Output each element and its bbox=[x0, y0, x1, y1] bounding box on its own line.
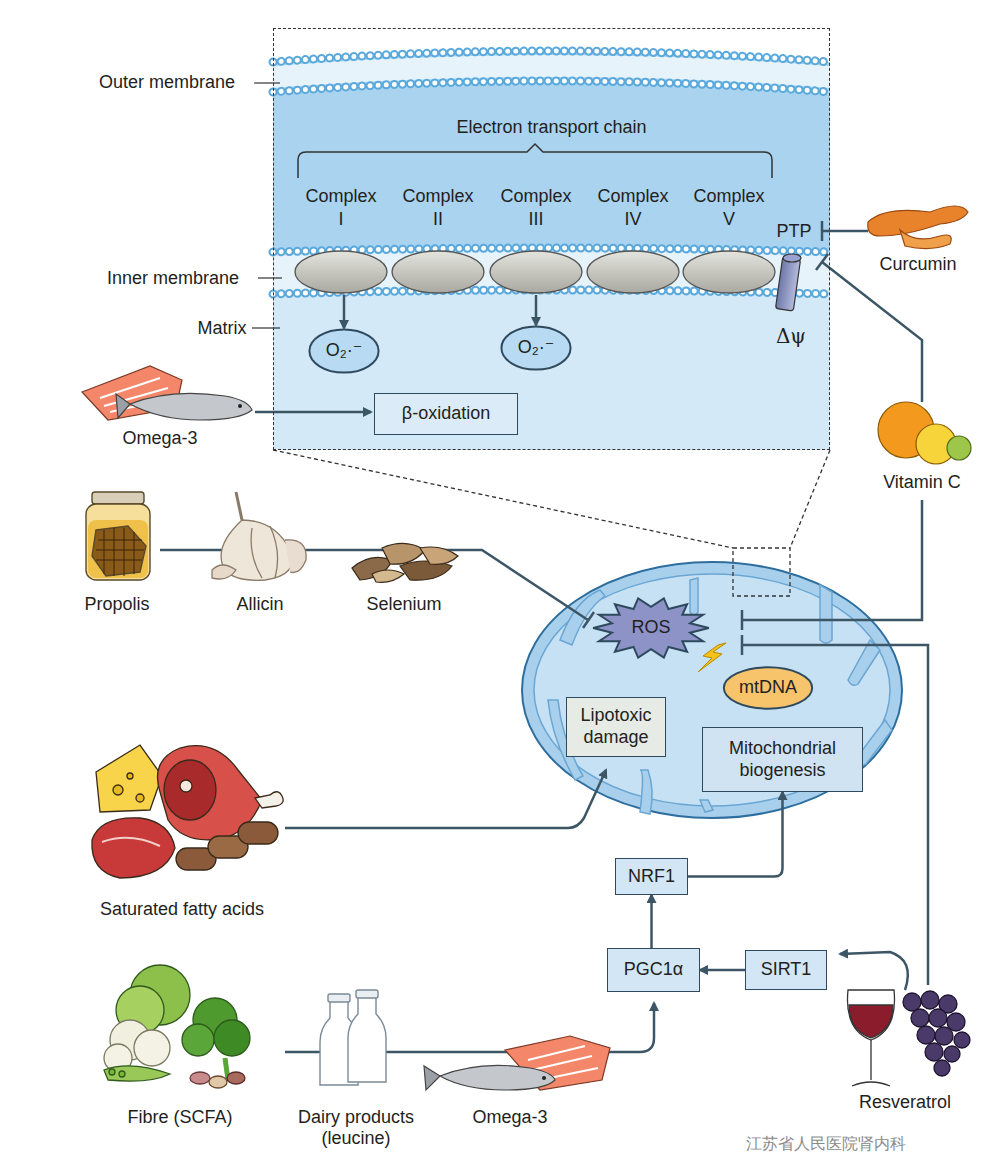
node-text: Complex IV bbox=[594, 185, 672, 230]
node-text: PGC1α bbox=[624, 959, 683, 981]
node-text: Complex III bbox=[497, 185, 575, 230]
wine-grapes bbox=[847, 990, 970, 1086]
etc-bracket bbox=[298, 144, 772, 178]
part-label: Matrix bbox=[198, 318, 247, 340]
process-box: PGC1α bbox=[607, 948, 700, 992]
part-label: PTP bbox=[776, 221, 811, 243]
connector-arrow bbox=[535, 295, 538, 325]
meat-cheese bbox=[92, 745, 283, 878]
complex-ellipse bbox=[587, 251, 679, 293]
brazil-nuts bbox=[352, 543, 458, 582]
node-text: Electron transport chain bbox=[456, 117, 646, 139]
milk-bottles bbox=[320, 990, 386, 1085]
part-label: Saturated fatty acids bbox=[100, 899, 264, 921]
ros-burst: ROS bbox=[592, 597, 710, 659]
part-label: Propolis bbox=[84, 594, 149, 616]
complex-ellipse bbox=[490, 251, 582, 293]
zoom-panel-ground bbox=[273, 28, 830, 450]
complex-ellipse bbox=[681, 249, 777, 295]
oval-node: mtDNA bbox=[722, 666, 814, 710]
ros-burst bbox=[593, 598, 709, 657]
node-text: ROS bbox=[631, 617, 670, 639]
node-text: Complex II bbox=[399, 185, 477, 230]
complex-protein: Complex I bbox=[293, 183, 389, 295]
oval-shape bbox=[501, 326, 570, 369]
part-label: Allicin bbox=[236, 594, 283, 616]
curcumin-root bbox=[868, 206, 968, 249]
part-label: Δψ bbox=[776, 324, 806, 348]
process-box: β-oxidation bbox=[374, 393, 518, 435]
node-text: SIRT1 bbox=[761, 959, 812, 981]
outer-membrane bbox=[273, 51, 830, 92]
node-text: O₂·⁻ bbox=[518, 337, 554, 359]
part-label: Omega-3 bbox=[122, 428, 197, 450]
node-text: mtDNA bbox=[739, 677, 797, 699]
connector-arrow bbox=[650, 895, 653, 948]
oval-shape bbox=[309, 329, 378, 372]
inner-membrane bbox=[273, 248, 830, 294]
oval-node: O₂·⁻ bbox=[308, 328, 380, 374]
node-text: Complex V bbox=[690, 185, 768, 230]
part-label: Omega-3 bbox=[472, 1107, 547, 1129]
mitochondrion bbox=[522, 548, 902, 818]
part-label: Resveratrol bbox=[859, 1092, 951, 1114]
complex-ellipse bbox=[293, 249, 389, 295]
garlic bbox=[212, 492, 306, 580]
salmon-fish bbox=[424, 1036, 610, 1090]
complex-ellipse bbox=[295, 251, 387, 293]
oval-shape bbox=[724, 667, 812, 708]
complex-protein: Complex V bbox=[681, 183, 777, 295]
process-box: Lipotoxic damage bbox=[566, 697, 666, 757]
node-text: Complex I bbox=[302, 185, 380, 230]
citrus-fruits bbox=[878, 402, 971, 464]
salmon-fish bbox=[82, 366, 252, 420]
complex-ellipse bbox=[683, 251, 775, 293]
watermark: 江苏省人民医院肾内科 bbox=[746, 1134, 906, 1153]
ptp-channel bbox=[775, 254, 801, 311]
complex-ellipse bbox=[392, 251, 484, 293]
node-text: NRF1 bbox=[628, 866, 675, 888]
connector-arrow bbox=[700, 969, 745, 972]
process-box: Mitochondrial biogenesis bbox=[702, 727, 863, 792]
node-text: Lipotoxic damage bbox=[575, 705, 657, 748]
oval-node: O₂·⁻ bbox=[500, 325, 572, 371]
zoom-lines bbox=[273, 450, 830, 548]
complex-ellipse bbox=[390, 249, 486, 295]
propolis-jar bbox=[86, 492, 150, 580]
connector-arrow bbox=[688, 792, 783, 877]
node-text: O₂·⁻ bbox=[326, 340, 362, 362]
node-text: β-oxidation bbox=[402, 403, 490, 425]
vegetables bbox=[104, 965, 250, 1088]
connector-arrow bbox=[343, 295, 346, 328]
part-label: Dairy products (leucine) bbox=[281, 1107, 431, 1148]
part-label: Curcumin bbox=[879, 254, 956, 276]
influence-lines bbox=[160, 221, 928, 1052]
part-label: Vitamin C bbox=[883, 472, 961, 494]
complex-ellipse bbox=[488, 249, 584, 295]
process-box: SIRT1 bbox=[745, 950, 827, 990]
complex-protein: Complex II bbox=[390, 183, 486, 295]
zoom-panel: Electron transport chainComplex I Complex… bbox=[273, 28, 830, 450]
complex-protein: Complex III bbox=[488, 183, 584, 295]
complex-ellipse bbox=[585, 249, 681, 295]
complex-protein: Complex IV bbox=[585, 183, 681, 295]
leader-line bbox=[252, 83, 282, 328]
part-label: Fibre (SCFA) bbox=[127, 1107, 232, 1129]
part-label: Selenium bbox=[366, 594, 441, 616]
node-text: Mitochondrial biogenesis bbox=[711, 738, 854, 781]
process-box: NRF1 bbox=[615, 858, 688, 895]
part-label: Outer membrane bbox=[99, 72, 235, 94]
part-label: Inner membrane bbox=[107, 268, 239, 290]
